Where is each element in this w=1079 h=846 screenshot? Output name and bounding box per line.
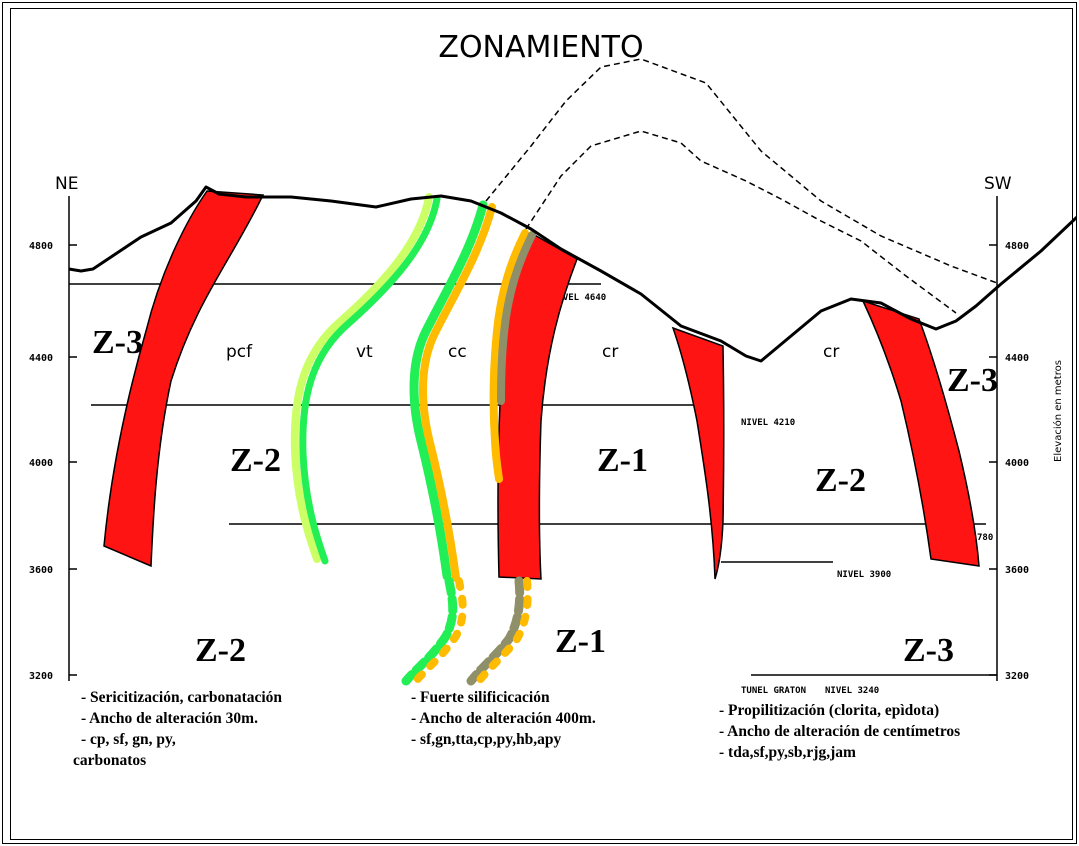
left-axis-ticks [69,245,77,675]
zone-z2-mid-left: Z-2 [230,442,281,479]
legend-left-line-2: - Ancho de alteración 30m. [81,708,282,729]
legend-center-line-1: - Fuerte silificicación [411,687,596,708]
zone-z3-right-upper: Z-3 [947,362,998,399]
legend-center-line-2: - Ancho de alteración 400m. [411,708,596,729]
zone-z1-center: Z-1 [597,442,648,479]
label-nivel-3240: NIVEL 3240 [825,686,879,696]
tick-right-4800: 4800 [1005,241,1029,252]
label-nivel-3780: 780 [977,533,993,543]
label-nivel-3900: NIVEL 3900 [837,570,891,580]
unit-pcf: pcf [226,342,253,362]
label-nivel-4210: NIVEL 4210 [741,418,795,428]
vein-red-4 [863,301,979,566]
tick-right-4000: 4000 [1005,458,1029,469]
legend-center-line-3: - sf,gn,tta,cp,py,hb,apy [411,729,596,750]
legend-left-line-1: - Sericitización, carbonatación [81,687,282,708]
legend-right-line-3: - tda,sf,py,sb,rjg,jam [719,742,960,763]
dashed-surface-lower [526,131,956,313]
tick-right-3600: 3600 [1005,565,1029,576]
legend-right-line-2: - Ancho de alteración de centímetros [719,721,960,742]
red-veins [104,191,979,579]
zone-z3-bottom-right: Z-3 [903,632,954,669]
elevation-axis-label: Elevación en metros [1052,360,1064,462]
legend-left-line-4: carbonatos [73,750,282,771]
zone-z3-left: Z-3 [92,324,143,361]
legend-zone-1: - Fuerte silificicación - Ancho de alter… [411,687,596,750]
tick-left-3200: 3200 [29,671,53,682]
zone-z1-bottom: Z-1 [555,623,606,660]
legend-zone-2: - Sericitización, carbonatación - Ancho … [81,687,282,771]
tick-left-3600: 3600 [29,565,53,576]
unit-cr-1: cr [602,342,618,362]
ne-label: NE [55,174,78,194]
zone-z2-bottom-left: Z-2 [195,632,246,669]
diagram-title: ZONAMIENTO [438,30,643,65]
unit-cr-2: cr [823,342,839,362]
zone-z2-right: Z-2 [815,462,866,499]
alteration-bands [295,197,532,681]
tick-left-4000: 4000 [29,458,53,469]
tick-right-4400: 4400 [1005,353,1029,364]
sw-label: SW [984,174,1012,194]
tick-left-4800: 4800 [29,241,53,252]
tick-right-3200: 3200 [1005,671,1029,682]
tick-left-4400: 4400 [29,353,53,364]
unit-cc: cc [448,342,467,362]
unit-vt: vt [356,342,373,362]
legend-zone-3: - Propilitización (clorita, epìdota) - A… [719,700,960,763]
right-axis-ticks [989,245,997,675]
vein-red-3 [673,328,724,579]
legend-left-line-3: - cp, sf, gn, py, [81,729,282,750]
label-tunel-graton: TUNEL GRATON [741,686,806,696]
legend-right-line-1: - Propilitización (clorita, epìdota) [719,700,960,721]
